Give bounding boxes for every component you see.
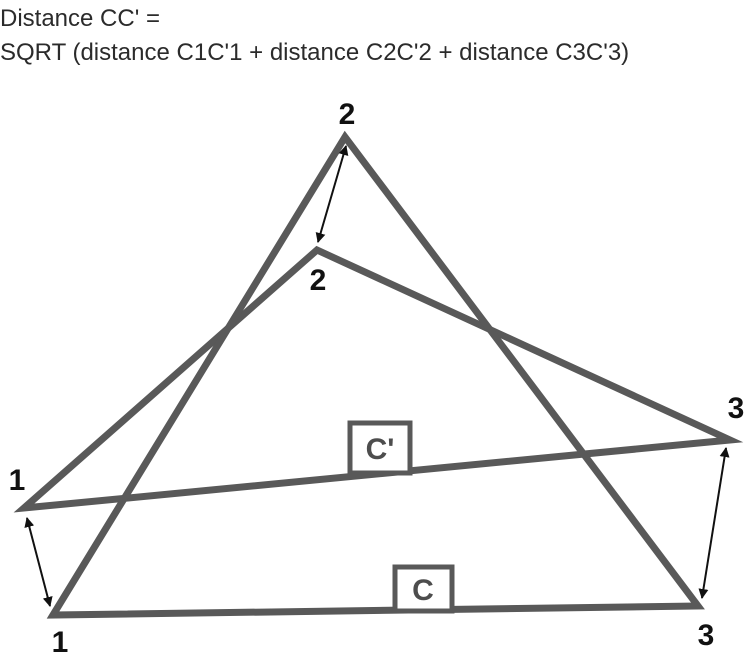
vertex-label-c-3: 3 — [698, 619, 715, 652]
distance-arrow-2 — [315, 145, 349, 243]
centroid-c: C — [392, 564, 455, 614]
vertex-label-c-prime-2: 2 — [310, 264, 327, 297]
distance-arrow-1 — [24, 517, 53, 607]
formula-line-2: SQRT (distance C1C'1 + distance C2C'2 + … — [0, 39, 630, 66]
distance-arrow-3 — [698, 447, 730, 599]
formula: Distance CC' = SQRT (distance C1C'1 + di… — [0, 2, 629, 70]
vertex-label-c-2: 2 — [339, 98, 356, 131]
vertex-label-c-prime-1: 1 — [9, 464, 26, 497]
centroid-c-prime-label: C' — [366, 433, 395, 466]
centroid-c-prime: C' — [347, 420, 413, 476]
vertex-label-c-prime-3: 3 — [728, 392, 745, 425]
centroid-c-label: C — [412, 574, 434, 607]
formula-line-1: Distance CC' = — [0, 5, 160, 32]
triangle-c — [46, 130, 705, 619]
vertex-label-c-1: 1 — [52, 626, 69, 659]
